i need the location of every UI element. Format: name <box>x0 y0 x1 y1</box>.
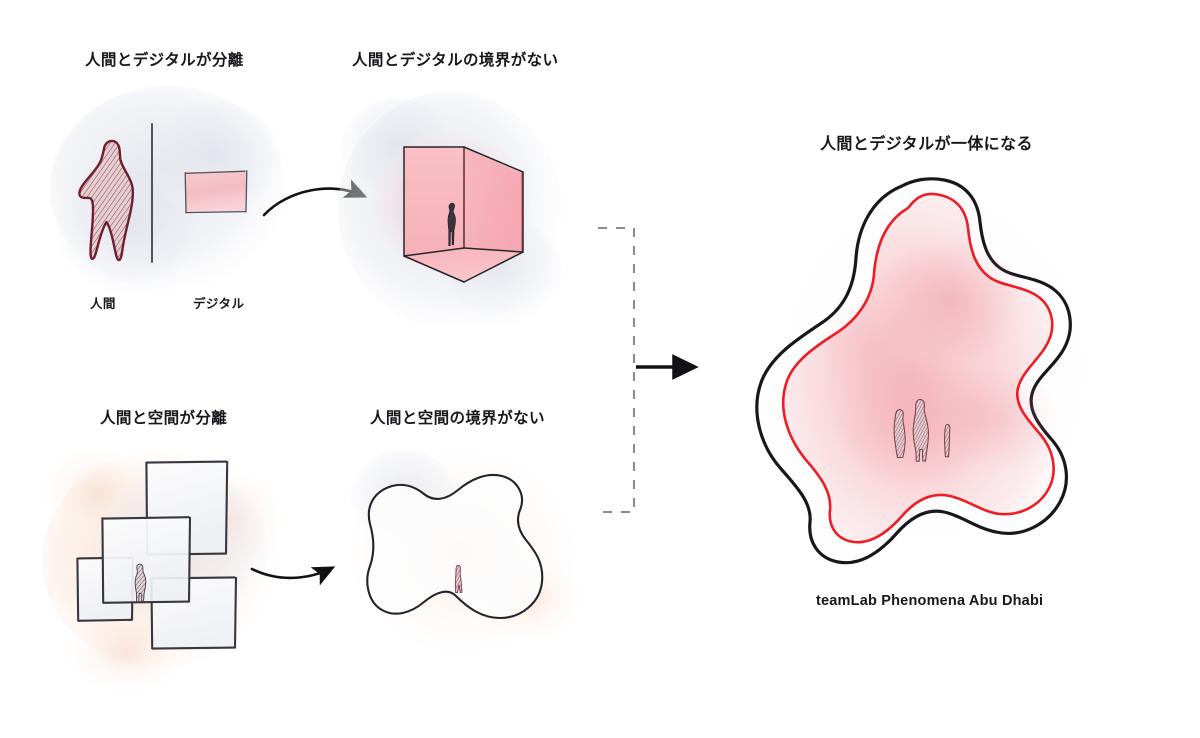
label-human: 人間 <box>90 297 116 311</box>
panel-main[interactable] <box>756 170 1086 570</box>
panel-bottom-left[interactable] <box>60 450 260 660</box>
curved-arrow-bottom <box>250 566 336 586</box>
credit-main: teamLab Phenomena Abu Dhabi <box>816 593 1044 609</box>
panel-bottom-mid[interactable] <box>355 465 560 630</box>
caption-main: 人間とデジタルが一体になる <box>820 136 1033 153</box>
curved-arrow-top <box>262 179 368 217</box>
panel-top-left[interactable] <box>60 95 270 290</box>
caption-bottom-left: 人間と空間が分離 <box>100 410 228 427</box>
grouping-bracket <box>598 226 636 514</box>
caption-top-mid: 人間とデジタルの境界がない <box>352 52 559 69</box>
caption-bottom-mid: 人間と空間の境界がない <box>370 410 545 427</box>
caption-top-left: 人間とデジタルが分離 <box>85 52 244 69</box>
label-digital: デジタル <box>193 297 245 311</box>
panel-top-mid[interactable] <box>350 95 550 315</box>
